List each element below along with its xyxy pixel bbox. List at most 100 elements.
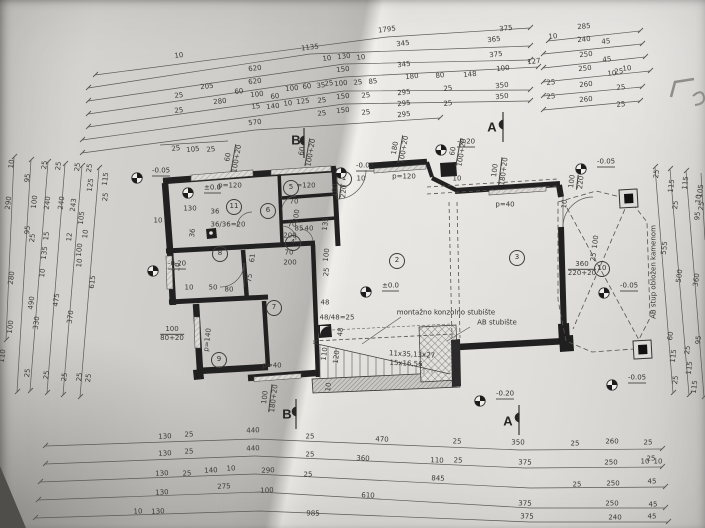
dim-label: 40 bbox=[304, 224, 314, 233]
dim-label: 290 bbox=[261, 466, 275, 475]
dim-label: 25 bbox=[72, 162, 83, 172]
dim-label: 36 bbox=[210, 207, 220, 216]
dim-label: 275 bbox=[217, 482, 231, 491]
wall-piers bbox=[193, 162, 574, 380]
dim-label: 295 bbox=[396, 109, 412, 120]
dim-label: 130 bbox=[158, 432, 172, 441]
dim-label: 100 bbox=[5, 319, 16, 335]
dim-label: p=120 bbox=[392, 172, 416, 181]
dim-label: 115 bbox=[666, 178, 677, 194]
dim-label: 150 bbox=[335, 64, 351, 75]
dim-label: 60 bbox=[302, 81, 312, 92]
dim-label: 45 bbox=[601, 37, 611, 46]
level-marker bbox=[435, 142, 448, 156]
dim-label: 555 bbox=[659, 240, 670, 256]
dim-label: 25 bbox=[546, 78, 556, 87]
dim-label: p=40 bbox=[495, 200, 515, 209]
windows bbox=[165, 164, 547, 382]
dim-label: 25 bbox=[682, 345, 693, 355]
dim-label: 100 bbox=[74, 242, 85, 258]
stair-column-notch bbox=[320, 326, 330, 336]
dimension-lines bbox=[3, 24, 705, 525]
dim-label: 100 bbox=[590, 234, 601, 250]
section-marker-a: A bbox=[487, 119, 497, 135]
dim-label: 620 bbox=[247, 76, 263, 87]
dim-label: 250 bbox=[606, 479, 620, 488]
stair-note-ab: AB stubište bbox=[477, 318, 517, 327]
dim-label: 365 bbox=[486, 34, 502, 45]
dim-label: 375 bbox=[488, 49, 504, 60]
dim-label: 130 bbox=[183, 204, 197, 213]
dim-label: 115 bbox=[689, 379, 700, 395]
dim-label: 360 bbox=[691, 272, 702, 288]
dim-label: 45 bbox=[602, 55, 612, 64]
dim-label: 25 bbox=[39, 160, 50, 170]
level-value: -0.20 bbox=[168, 259, 187, 270]
dim-label: 95 bbox=[22, 173, 33, 183]
dim-label: 10 bbox=[153, 216, 163, 225]
level-value: -0.20 bbox=[457, 137, 476, 148]
dim-label: 150 bbox=[335, 105, 351, 116]
terrace-columns bbox=[618, 188, 653, 360]
dim-label: 10 bbox=[559, 199, 570, 209]
room-number-4: 4 bbox=[285, 235, 301, 251]
dim-label: 360 bbox=[356, 454, 370, 463]
dim-label: 10 bbox=[452, 174, 462, 183]
dim-label: 25 bbox=[182, 469, 192, 478]
level-value: -0.05 bbox=[597, 157, 616, 168]
dim-label: 10 bbox=[184, 283, 194, 292]
level-marker-icon bbox=[182, 187, 194, 199]
dim-label: 36/36=20 bbox=[210, 220, 246, 229]
dim-label: 570 bbox=[247, 117, 263, 128]
dim-label: 130 bbox=[151, 507, 165, 516]
dim-label: 470 bbox=[375, 435, 389, 444]
dim-label: 85 bbox=[368, 76, 378, 87]
dim-label: 280 bbox=[212, 96, 228, 107]
dim-label: 440 bbox=[246, 426, 260, 435]
dim-label: 985 bbox=[306, 509, 320, 518]
dim-label: 25 bbox=[452, 437, 462, 446]
logo-mark bbox=[669, 77, 705, 106]
dim-label: 10 bbox=[356, 174, 366, 183]
dim-label: 15 bbox=[251, 101, 261, 112]
dim-label: 10 bbox=[74, 258, 85, 268]
dim-label: 110 bbox=[0, 348, 8, 364]
level-value: -0.20 bbox=[496, 389, 515, 400]
dim-label: 80 bbox=[224, 285, 234, 294]
dim-label: 125 bbox=[85, 177, 96, 193]
dim-label: 12 bbox=[64, 232, 75, 242]
dim-label: 70 bbox=[289, 197, 299, 206]
dim-label: 25 bbox=[174, 105, 184, 116]
dim-label: 140 bbox=[204, 466, 218, 475]
level-value: -0.05 bbox=[620, 281, 639, 292]
dim-label: 50 bbox=[208, 283, 218, 292]
dim-label: 25 bbox=[41, 370, 52, 380]
dim-label: 36 bbox=[187, 228, 198, 238]
dim-label: 10 bbox=[226, 464, 236, 473]
level-marker-icon bbox=[474, 395, 486, 407]
dim-label: 350 bbox=[494, 80, 510, 91]
dim-label: 148 bbox=[462, 69, 478, 80]
dim-label: 375 bbox=[518, 499, 532, 508]
level-value: -0.05 bbox=[628, 373, 647, 384]
dim-label: 240 bbox=[608, 513, 622, 522]
dim-label: 100 bbox=[321, 247, 332, 263]
dim-label: 440 bbox=[246, 444, 260, 453]
dim-label: 85 bbox=[294, 224, 304, 233]
level-marker-icon bbox=[598, 287, 610, 299]
dim-label: 25 bbox=[643, 438, 653, 447]
level-value: -0.05 bbox=[356, 161, 375, 172]
dim-label: 250 bbox=[577, 63, 592, 74]
room-number-9: 9 bbox=[211, 352, 227, 368]
dim-label: 10 bbox=[6, 159, 17, 169]
dim-label: 10 bbox=[548, 32, 558, 41]
dim-label: 130 bbox=[155, 469, 169, 478]
dim-label: 25 bbox=[570, 439, 580, 448]
level-marker bbox=[182, 185, 195, 199]
dim-label: 80 bbox=[435, 71, 445, 80]
level-marker-icon bbox=[335, 167, 347, 179]
